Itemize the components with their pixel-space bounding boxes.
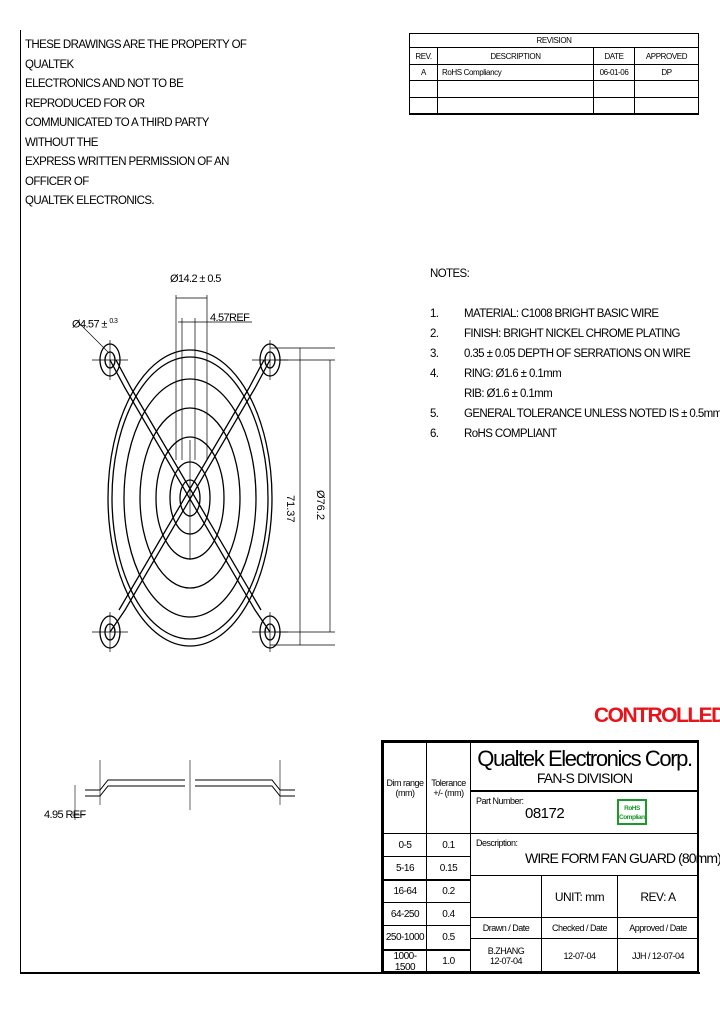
description: WIRE FORM FAN GUARD (80mm) [525,850,720,866]
note-item: 2.FINISH: BRIGHT NICKEL CHROME PLATING [430,328,680,340]
note-item: 6.RoHS COMPLIANT [430,428,557,440]
notes: NOTES: 1.MATERIAL: C1008 BRIGHT BASIC WI… [430,268,720,448]
height-dim: 71.37 [284,495,296,523]
approved-label: Approved / Date [617,917,699,939]
part-number: 08172 [525,805,565,822]
note-item: RIB: Ø1.6 ± 0.1mm [464,388,553,400]
division-name: FAN-S DIVISION [536,769,633,786]
ref-dim: 4.57REF [210,312,250,324]
hole-dim-value: Ø4.57 ± [72,318,110,331]
drawn-label: Drawn / Date [470,917,542,939]
revision-row [409,97,699,114]
revision: REV: A [617,875,699,918]
dim-range: 250-1000 [383,925,427,950]
approved-by: JJH / 12-07-04 [617,938,699,973]
tolerance: 1.0 [426,949,471,973]
outer-diameter-dim: Ø76.2 [314,490,326,520]
tolerance: 0.5 [426,925,471,950]
company-name: Qualtek Electronics Corp. [477,745,693,771]
note-item: 4.RING: Ø1.6 ± 0.1mm [430,368,562,380]
hole-tolerance: 0.3 [109,318,118,325]
hub-diameter-dim: Ø14.2 ± 0.5 [170,273,221,285]
unit: UNIT: mm [541,875,618,918]
dim-range: 5-16 [383,856,427,880]
notice-line: COMMUNICATED TO A THIRD PARTY WITHOUT TH… [25,117,209,149]
note-item: 1.MATERIAL: C1008 BRIGHT BASIC WIRE [430,308,659,320]
tolerance-header: Tolerance +/- (mm) [426,742,471,834]
notice-line: QUALTEK ELECTRONICS. [25,195,155,207]
tolerance: 0.4 [426,902,471,926]
tolerance: 0.15 [426,856,471,880]
notice-line: EXPRESS WRITTEN PERMISSION OF AN OFFICER… [25,156,229,188]
notice-line: THESE DRAWINGS ARE THE PROPERTY OF QUALT… [25,39,247,71]
proprietary-notice: THESE DRAWINGS ARE THE PROPERTY OF QUALT… [25,36,255,212]
description-label: Description: [476,838,518,848]
notes-title: NOTES: [430,268,470,280]
note-item: 5.GENERAL TOLERANCE UNLESS NOTED IS ± 0.… [430,408,720,420]
hole-dim: Ø4.57 ± 0.3 [72,318,118,331]
dim-range: 16-64 [383,879,427,903]
drawn-by: B.ZHANG 12-07-04 [470,938,542,973]
part-number-cell: Part Number: 08172 RoHS Compliant [470,791,699,834]
tolerance: 0.1 [426,833,471,857]
rohs-badge: RoHS Compliant [617,799,647,825]
dim-range: 1000-1500 [383,949,427,973]
dim-range: 0-5 [383,833,427,857]
company-cell: Qualtek Electronics Corp. FAN-S DIVISION [470,742,699,792]
notice-line: ELECTRONICS AND NOT TO BE REPRODUCED FOR… [25,78,184,110]
note-item: 3.0.35 ± 0.05 DEPTH OF SERRATIONS ON WIR… [430,348,691,360]
dim-range-header: Dim range (mm) [383,742,427,834]
checked-date: 12-07-04 [541,938,618,973]
side-ref-dim: 4.95 REF [44,809,86,821]
side-view [72,760,295,820]
sheet-frame [20,30,700,974]
checked-label: Checked / Date [541,917,618,939]
part-number-label: Part Number: [476,796,524,806]
front-view [77,295,335,652]
dim-range: 64-250 [383,902,427,926]
blank-cell [470,875,542,918]
description-cell: Description: WIRE FORM FAN GUARD (80mm) [470,833,720,876]
controlled-stamp: CONTROLLED [594,704,720,727]
tolerance: 0.2 [426,879,471,903]
